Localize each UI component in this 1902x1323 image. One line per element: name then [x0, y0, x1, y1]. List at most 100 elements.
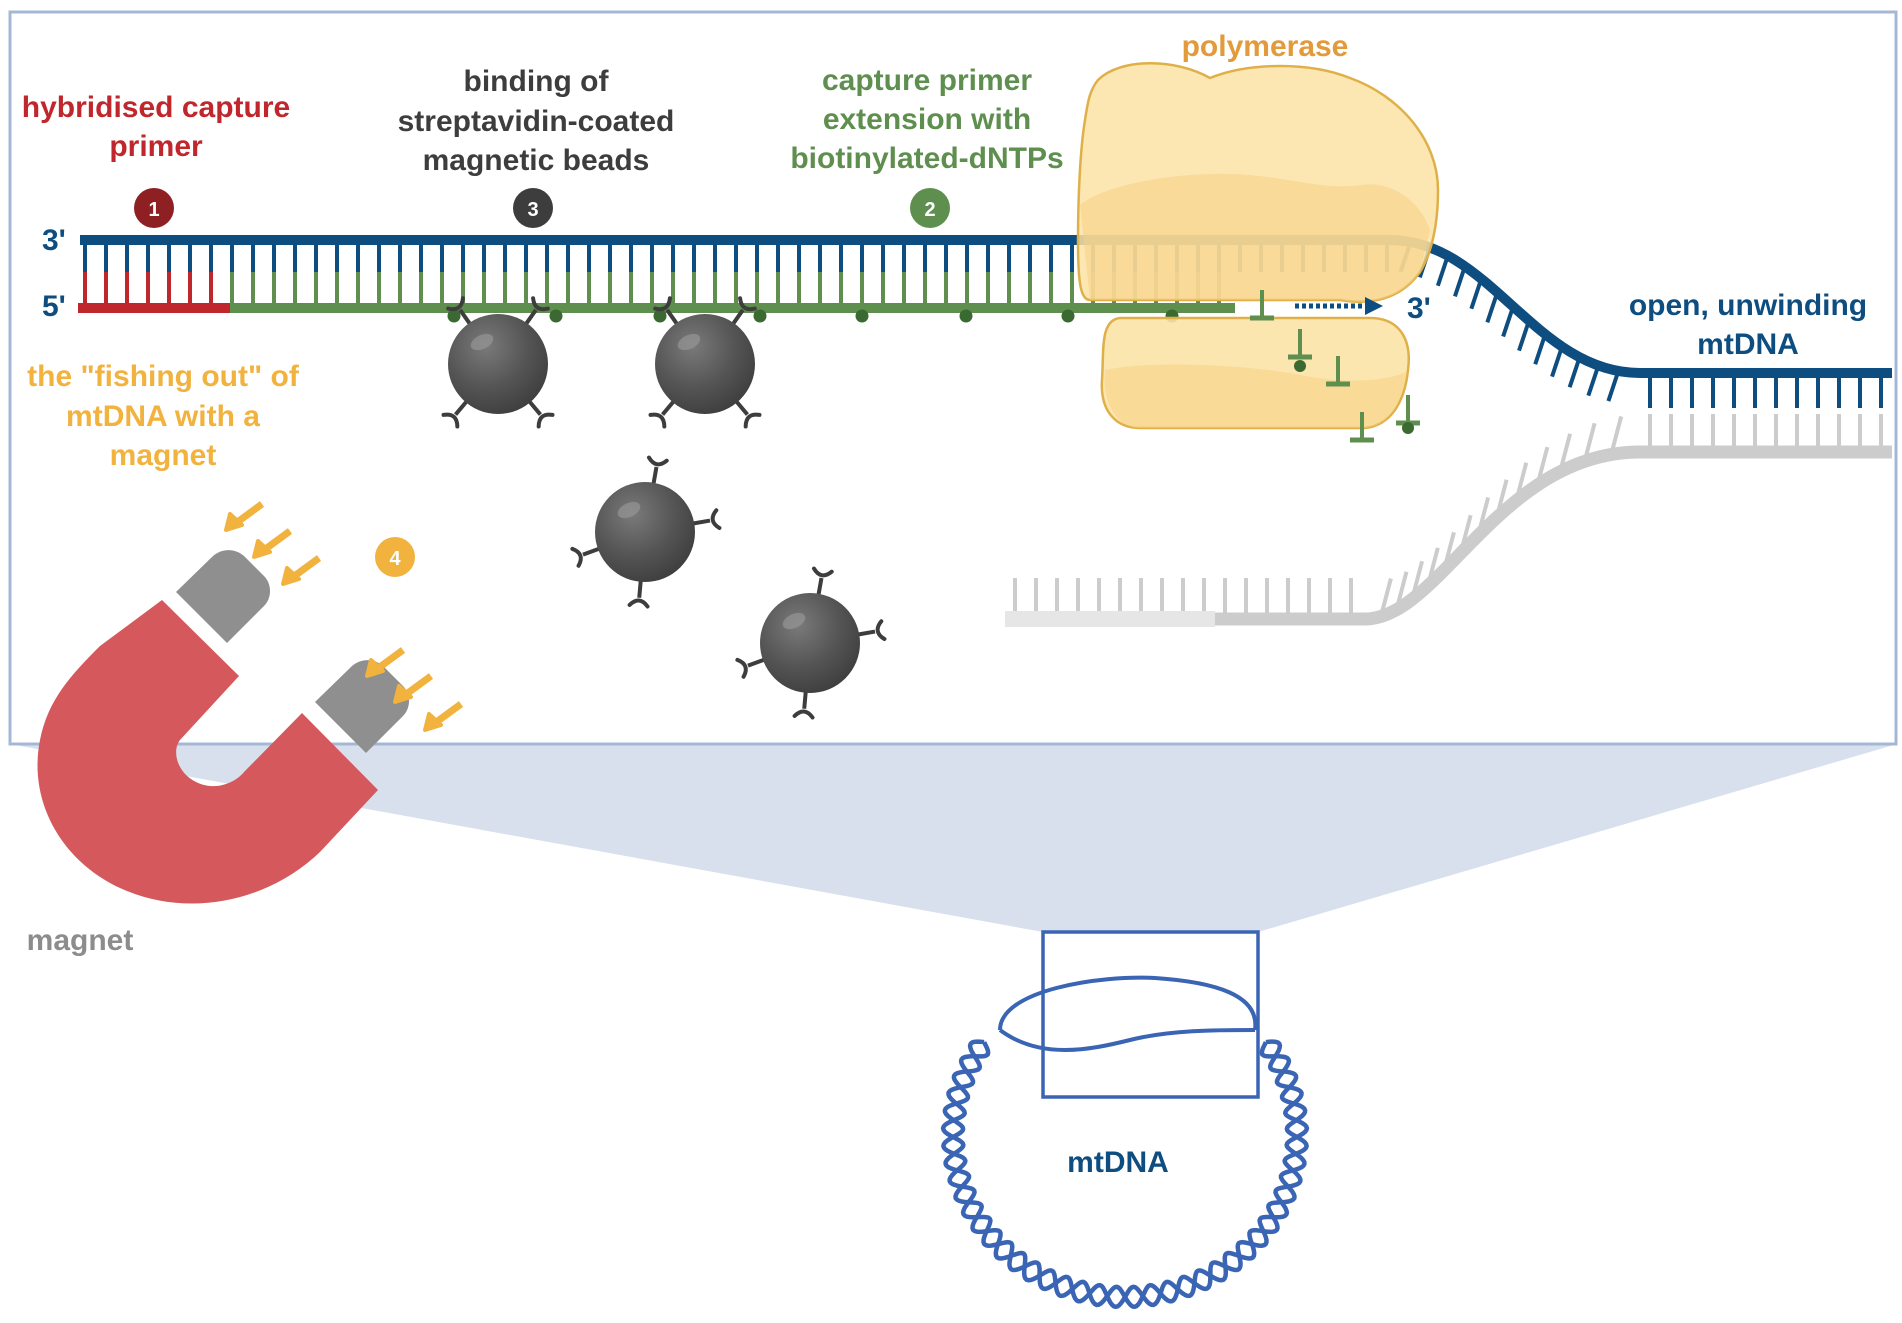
label-beads-line1: binding of	[464, 65, 610, 98]
label-primer-line2: primer	[109, 130, 203, 163]
label-fishing-line3: magnet	[110, 439, 217, 472]
bead-sphere	[595, 482, 695, 582]
force-arrow	[365, 647, 406, 678]
force-arrow	[423, 701, 464, 732]
label-bead-binding: binding of streptavidin-coated magnetic …	[398, 65, 675, 177]
streptavidin-cup	[441, 412, 460, 429]
magnet	[37, 550, 409, 904]
force-arrow-head	[252, 539, 272, 559]
zoom-region-box	[1041, 930, 1260, 1099]
zoom-projection	[10, 744, 1897, 932]
mtdna-open-loop-back	[998, 975, 1258, 1031]
inset-frame	[8, 10, 1898, 746]
force-arrow-head	[224, 512, 244, 532]
magnetic-beads	[441, 296, 887, 720]
force-arrow-head	[365, 658, 385, 678]
primer-extension-rungs	[83, 272, 1221, 308]
mtdna-open-loop-front	[998, 1028, 1256, 1052]
bead-highlight	[782, 612, 806, 630]
step-badge-3: 3	[513, 188, 553, 228]
magnetic-bead	[441, 296, 555, 429]
template-strand-fade	[1005, 611, 1215, 627]
streptavidin-cup	[570, 546, 583, 568]
mtdna-rung	[1435, 255, 1450, 287]
dntp-biotin	[1294, 360, 1306, 372]
strand-end-bottom-left: 5'	[42, 290, 66, 323]
force-arrow	[393, 673, 434, 704]
dntp-biotin	[1402, 422, 1414, 434]
streptavidin-cup	[735, 657, 748, 679]
step-number-3: 3	[527, 199, 538, 221]
label-extension-line3: biotinylated-dNTPs	[790, 142, 1063, 175]
biotin-dot	[753, 309, 767, 323]
bead-highlight	[470, 333, 494, 351]
dntp	[1350, 412, 1374, 443]
label-beads-line3: magnetic beads	[423, 144, 650, 177]
streptavidin-cup	[646, 455, 669, 467]
streptavidin-cup	[710, 508, 722, 531]
biotin-dot	[959, 309, 973, 323]
polymerase-upper-shade	[1080, 173, 1430, 302]
force-arrow-head	[281, 566, 301, 586]
streptavidin-cup	[743, 412, 762, 429]
biotin-dot	[855, 309, 869, 323]
streptavidin-cup	[648, 412, 667, 429]
label-primer-extension: capture primer extension with biotinylat…	[790, 64, 1063, 175]
bead-sphere	[760, 593, 860, 693]
streptavidin-cup	[875, 619, 887, 642]
magnet-body	[37, 600, 378, 904]
dntp	[1288, 329, 1312, 360]
bead-highlight	[677, 333, 701, 351]
label-unwinding-mtdna: open, unwinding mtDNA	[1629, 289, 1867, 361]
streptavidin-cup	[653, 296, 672, 312]
label-unwinding-line2: mtDNA	[1697, 328, 1799, 361]
strand-end-extension: 3'	[1407, 292, 1431, 325]
label-fishing-line2: mtDNA with a	[66, 400, 260, 433]
extension-direction-arrowhead	[1365, 297, 1383, 315]
strand-end-top-left: 3'	[42, 224, 66, 257]
biotinylated-dntps	[1250, 290, 1420, 443]
label-fishing-out: the "fishing out" of mtDNA with a magnet	[27, 360, 300, 472]
template-strand-backbone	[1010, 445, 1892, 626]
label-extension-line1: capture primer	[822, 64, 1032, 97]
mtdna-rung	[1606, 370, 1621, 402]
streptavidin-cup	[738, 296, 757, 312]
force-arrow	[224, 501, 265, 532]
mtdna-rung	[1550, 346, 1564, 378]
label-mtdna: mtDNA	[1067, 1146, 1169, 1179]
magnetic-bead	[570, 455, 722, 609]
streptavidin-cup	[531, 296, 550, 312]
bead-highlight	[617, 501, 641, 519]
dntp	[1250, 290, 1274, 321]
magnetic-bead	[735, 566, 887, 720]
mtdna-rung	[1567, 356, 1582, 388]
circular-mtdna	[940, 1039, 1310, 1310]
label-fishing-line1: the "fishing out" of	[27, 360, 300, 393]
magnetic-bead	[648, 296, 762, 429]
biotin-dots	[447, 309, 1179, 323]
bead-sphere	[655, 314, 755, 414]
step-badge-2: 2	[910, 188, 950, 228]
step-number-1: 1	[148, 199, 159, 221]
bead-sphere	[448, 314, 548, 414]
step-number-2: 2	[924, 199, 935, 221]
step-badge-1: 1	[134, 188, 174, 228]
biotin-dot	[549, 309, 563, 323]
mtdna-rung	[1586, 365, 1601, 397]
streptavidin-cup	[811, 566, 834, 578]
step-number-4: 4	[389, 548, 401, 570]
biotin-dot	[447, 309, 461, 323]
step-badge-4: 4	[375, 537, 415, 577]
biotin-dot	[653, 309, 667, 323]
polymerase-lower-shade	[1104, 364, 1406, 428]
label-primer-line1: hybridised capture	[22, 91, 290, 124]
force-arrow	[252, 528, 293, 559]
magnet-pole-top	[176, 550, 270, 643]
label-unwinding-line1: open, unwinding	[1629, 289, 1867, 322]
streptavidin-cup	[536, 412, 555, 429]
label-beads-line2: streptavidin-coated	[398, 105, 675, 138]
label-polymerase: polymerase	[1182, 30, 1349, 63]
magnet-pole-bottom	[315, 660, 409, 753]
